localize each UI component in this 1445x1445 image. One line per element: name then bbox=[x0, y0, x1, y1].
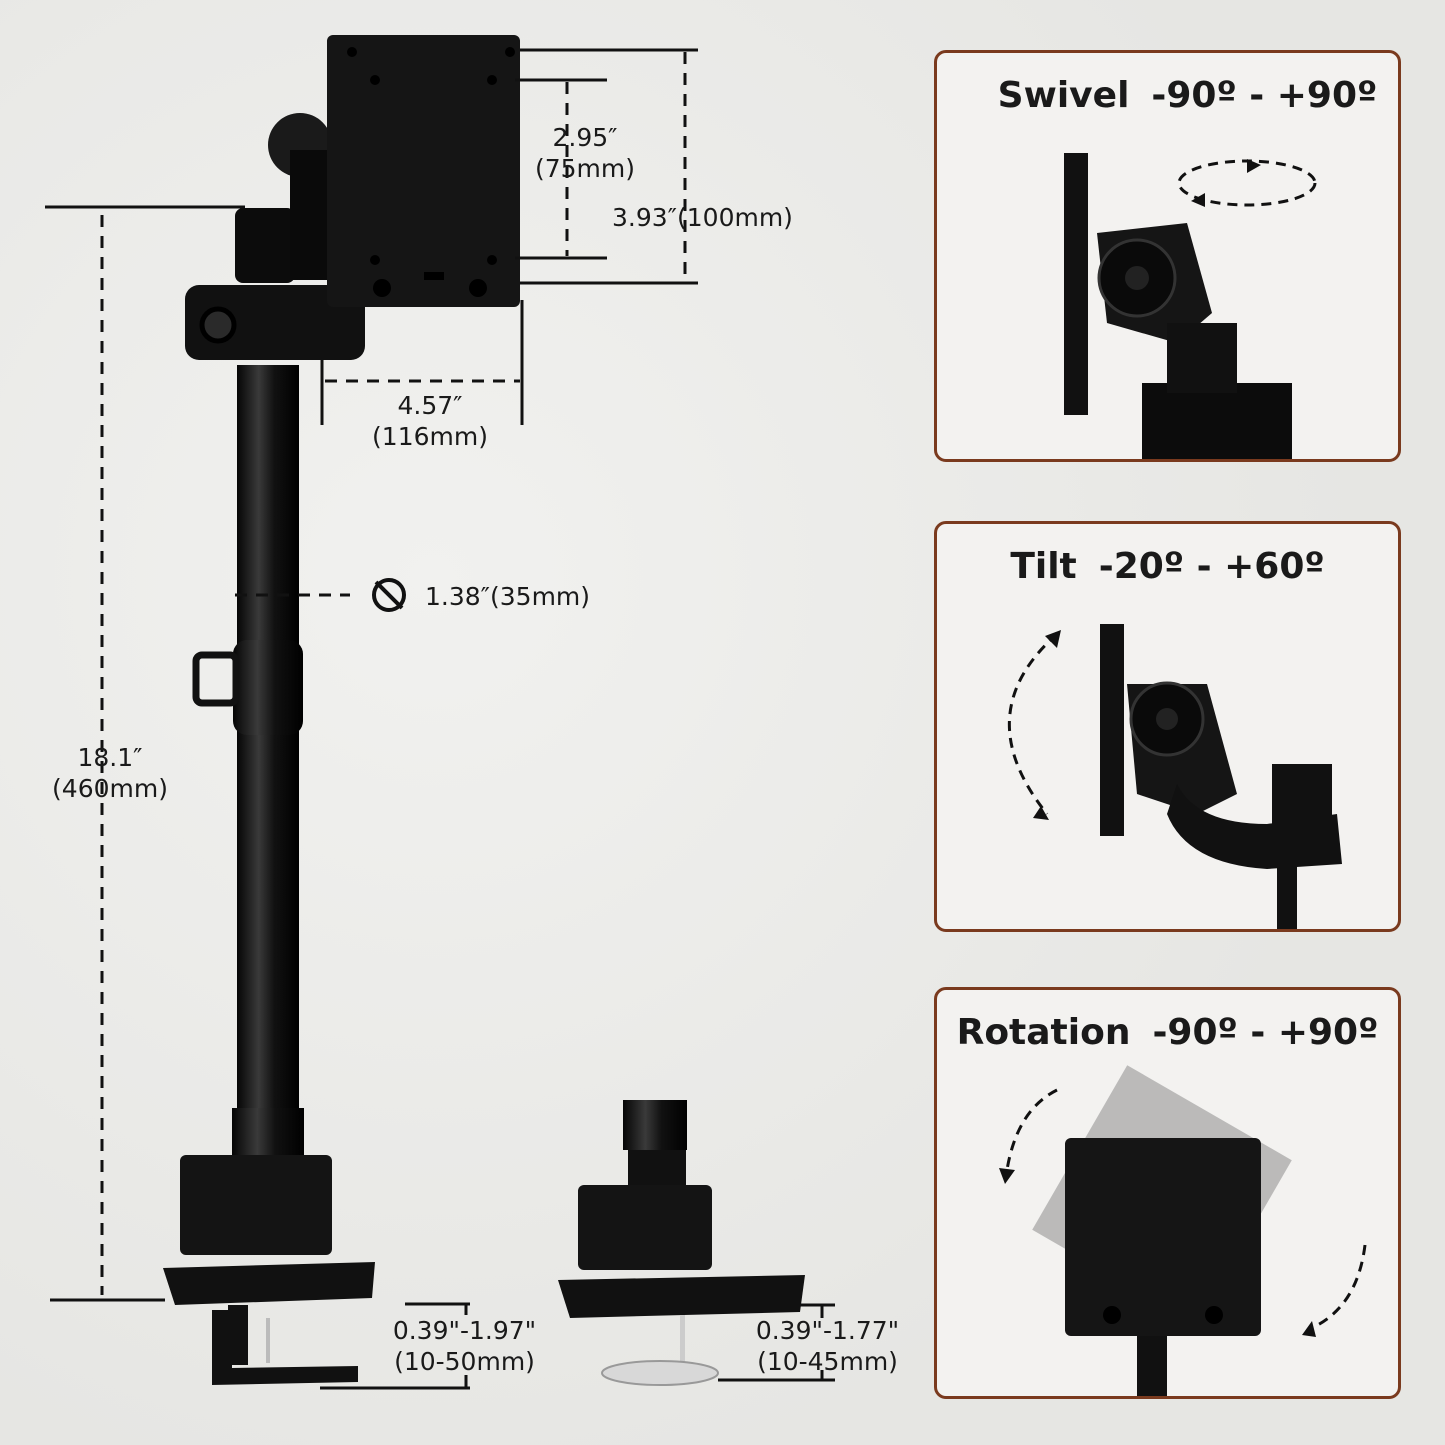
plate-depth-mm: (116mm) bbox=[372, 422, 488, 451]
pole-diameter-dimension: 1.38″(35mm) bbox=[425, 582, 591, 611]
rotation-illustration bbox=[999, 1065, 1367, 1396]
grommet-base bbox=[558, 1100, 805, 1386]
vesa-small-mm: (75mm) bbox=[534, 154, 636, 183]
tilt-illustration bbox=[1008, 624, 1342, 929]
cable-clip bbox=[192, 651, 240, 707]
clamp-range-dimension: 0.39"-1.97" (10-50mm) bbox=[382, 1315, 547, 1377]
pole-height-dimension: 18.1″ (460mm) bbox=[35, 742, 185, 804]
swivel-illustration bbox=[1064, 153, 1317, 459]
tilt-label: Tilt bbox=[1010, 546, 1077, 587]
swivel-title: Swivel -90º - +90º bbox=[937, 75, 1398, 116]
rotation-label: Rotation bbox=[956, 1012, 1131, 1053]
top-joint bbox=[235, 208, 295, 283]
vesa-small-in: 2.95″ bbox=[552, 123, 618, 152]
clamp-range-in: 0.39"-1.97" bbox=[392, 1316, 537, 1345]
plate-depth-in: 4.57″ bbox=[397, 391, 463, 420]
tilt-panel: Tilt -20º - +60º bbox=[934, 521, 1401, 932]
grommet-range-dimension: 0.39"-1.77" (10-45mm) bbox=[745, 1315, 910, 1377]
rotation-title: Rotation -90º - +90º bbox=[937, 1012, 1398, 1053]
pole-height-mm: (460mm) bbox=[52, 774, 168, 803]
pole-height-in: 18.1″ bbox=[77, 743, 143, 772]
plate-depth-dimension: 4.57″ (116mm) bbox=[360, 390, 500, 452]
tilt-title: Tilt -20º - +60º bbox=[937, 546, 1398, 587]
tilt-arrow-icon bbox=[1008, 632, 1058, 815]
tilt-range: -20º - +60º bbox=[1098, 546, 1325, 587]
swivel-range: -90º - +90º bbox=[1151, 75, 1378, 116]
vesa-small-dimension: 2.95″ (75mm) bbox=[520, 122, 650, 184]
rotation-panel: Rotation -90º - +90º bbox=[934, 987, 1401, 1399]
pole bbox=[237, 365, 299, 1115]
swivel-panel: Swivel -90º - +90º bbox=[934, 50, 1401, 462]
grommet-range-in: 0.39"-1.77" bbox=[755, 1316, 900, 1345]
vesa-large-dimension: 3.93″(100mm) bbox=[612, 203, 793, 232]
rotation-arrow-icon bbox=[1005, 1088, 1058, 1171]
dimension-lines bbox=[45, 48, 835, 1390]
vesa-plate bbox=[327, 35, 520, 307]
c-clamp-base bbox=[163, 1155, 375, 1385]
rotation-range: -90º - +90º bbox=[1152, 1012, 1379, 1053]
clamp-range-mm: (10-50mm) bbox=[394, 1347, 535, 1376]
swivel-label: Swivel bbox=[997, 75, 1130, 116]
height-collar bbox=[233, 640, 303, 735]
diameter-icon bbox=[372, 578, 406, 612]
grommet-range-mm: (10-45mm) bbox=[757, 1347, 898, 1376]
